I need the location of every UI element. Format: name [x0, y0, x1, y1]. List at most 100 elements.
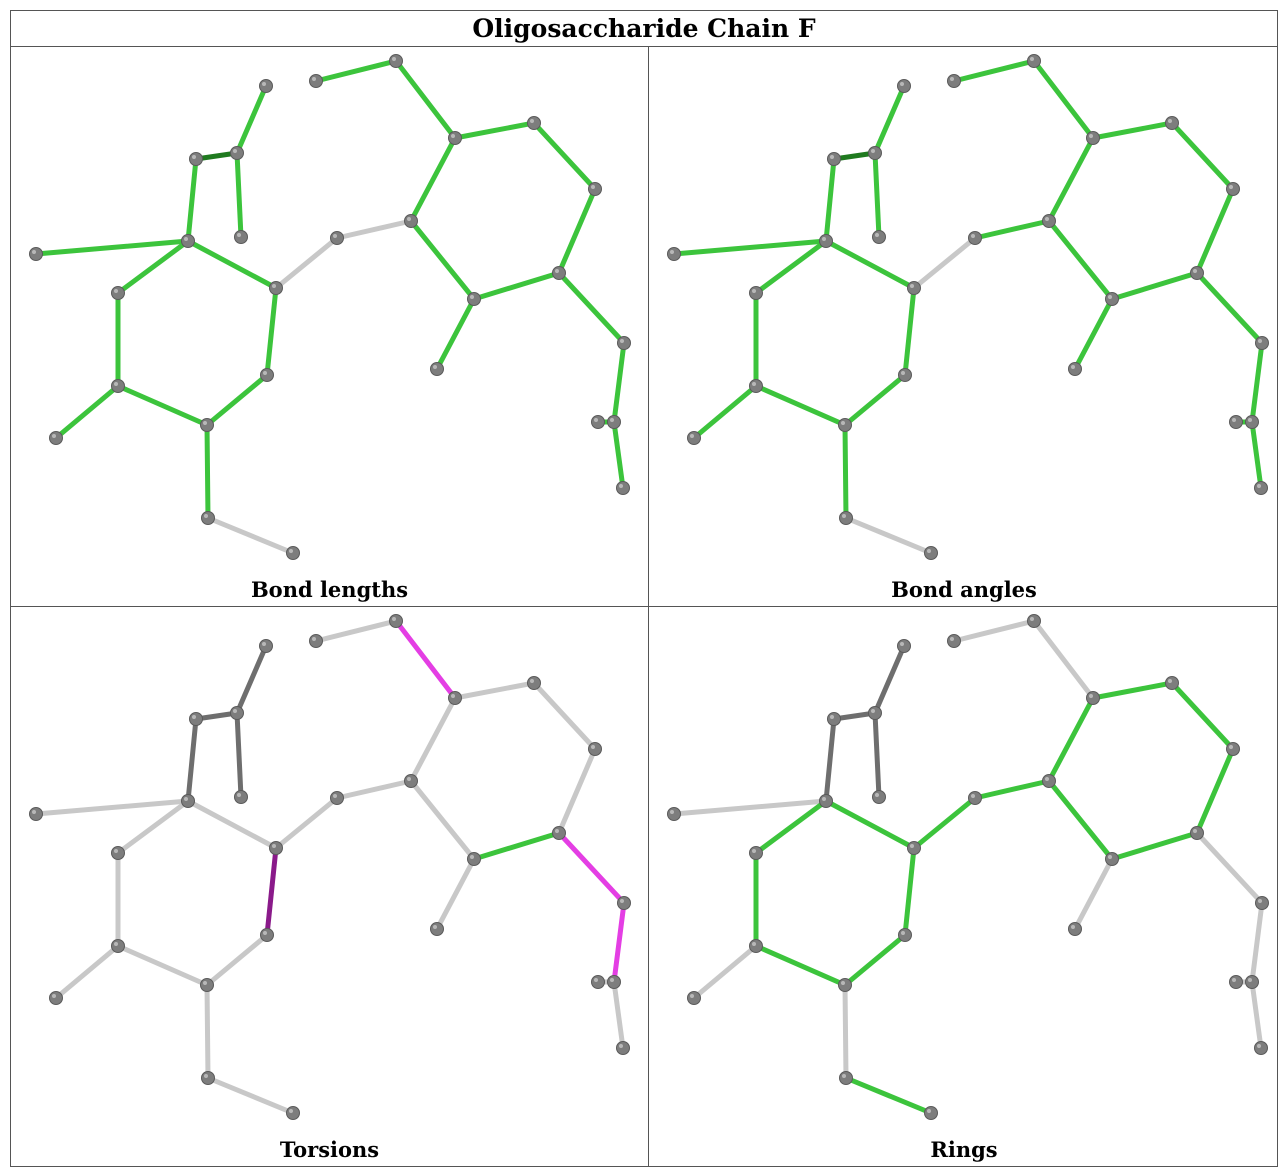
atom-highlight-6: [752, 289, 756, 293]
atom-9: [404, 774, 418, 788]
atom-highlight-17: [433, 365, 437, 369]
atom-19: [749, 379, 763, 393]
bond-5: [115, 238, 191, 296]
atom-17: [430, 922, 444, 936]
atom-1: [230, 146, 244, 160]
molecule-view-rings: [667, 614, 1269, 1120]
atom-23: [286, 546, 300, 560]
bond-0: [872, 83, 907, 156]
atom-11: [1027, 614, 1041, 628]
atom-highlight-10: [950, 637, 954, 641]
atom-highlight-21: [52, 434, 56, 438]
atom-5: [667, 807, 681, 821]
atom-highlight-9: [407, 217, 411, 221]
caption-bond-lengths: Bond lengths: [250, 577, 409, 602]
atom-9: [1042, 214, 1056, 228]
bond-14: [273, 235, 340, 291]
atom-highlight-21: [52, 994, 56, 998]
atom-7: [907, 281, 921, 295]
atom-highlight-10: [950, 77, 954, 81]
atom-27: [1254, 481, 1268, 495]
bond-15: [334, 778, 414, 801]
atom-highlight-0: [900, 82, 904, 86]
atom-4: [819, 794, 833, 808]
atom-13: [1165, 116, 1179, 130]
atom-27: [616, 1041, 630, 1055]
atom-24: [1255, 336, 1269, 350]
atom-25: [607, 415, 621, 429]
bond-18: [531, 120, 598, 192]
bond-21: [408, 778, 477, 862]
bond-24: [434, 856, 477, 932]
atom-highlight-5: [670, 250, 674, 254]
bond-22: [393, 58, 458, 141]
atom-22: [839, 1071, 853, 1085]
bond-25: [1194, 270, 1265, 346]
atom-highlight-11: [392, 617, 396, 621]
bond-21: [1046, 778, 1115, 862]
atom-highlight-18: [263, 371, 267, 375]
atom-highlight-2: [192, 155, 196, 159]
bond-22: [1031, 58, 1096, 141]
atom-highlight-22: [204, 1074, 208, 1078]
atom-6: [749, 846, 763, 860]
atom-12: [448, 131, 462, 145]
atom-14: [588, 182, 602, 196]
atom-25: [607, 975, 621, 989]
atom-3: [234, 790, 248, 804]
bond-25: [1194, 830, 1265, 906]
atom-20: [200, 418, 214, 432]
atom-highlight-19: [114, 382, 118, 386]
atom-27: [616, 481, 630, 495]
atom-highlight-24: [620, 899, 624, 903]
atom-0: [259, 79, 273, 93]
atom-highlight-18: [901, 931, 905, 935]
bond-13: [205, 1075, 296, 1116]
atom-highlight-14: [1229, 185, 1233, 189]
bond-5: [115, 798, 191, 856]
atom-highlight-26: [594, 418, 598, 422]
atom-highlight-21: [690, 434, 694, 438]
atom-highlight-12: [451, 694, 455, 698]
atom-12: [1086, 691, 1100, 705]
atom-24: [1255, 896, 1269, 910]
atom-12: [1086, 131, 1100, 145]
bond-15: [972, 778, 1052, 801]
atom-2: [827, 712, 841, 726]
atom-22: [839, 511, 853, 525]
atom-18: [898, 928, 912, 942]
bond-25: [556, 830, 627, 906]
atom-highlight-23: [927, 549, 931, 553]
atom-26: [1229, 415, 1243, 429]
atom-highlight-4: [822, 797, 826, 801]
atom-16: [467, 852, 481, 866]
atom-9: [1042, 774, 1056, 788]
atom-highlight-7: [272, 844, 276, 848]
bond-23: [313, 58, 399, 84]
bond-3: [823, 716, 837, 804]
atom-13: [1165, 676, 1179, 690]
bond-11: [264, 845, 279, 938]
bond-17: [1090, 680, 1175, 701]
atom-highlight-2: [830, 155, 834, 159]
bond-10: [842, 932, 908, 988]
atom-highlight-19: [752, 942, 756, 946]
bond-14: [911, 795, 978, 851]
bond-3: [823, 156, 837, 244]
atom-highlight-10: [312, 637, 316, 641]
bond-28: [611, 979, 626, 1051]
atom-20: [838, 418, 852, 432]
atom-highlight-14: [591, 185, 595, 189]
bond-8: [53, 383, 121, 441]
bond-26: [611, 340, 627, 425]
bond-16: [1046, 695, 1096, 784]
atom-highlight-20: [203, 421, 207, 425]
atom-5: [29, 807, 43, 821]
atom-highlight-25: [610, 418, 614, 422]
atom-highlight-9: [1045, 217, 1049, 221]
bond-28: [1249, 419, 1264, 491]
atom-23: [924, 1106, 938, 1120]
atom-highlight-14: [591, 745, 595, 749]
atom-highlight-27: [619, 484, 623, 488]
bond-17: [452, 120, 537, 141]
